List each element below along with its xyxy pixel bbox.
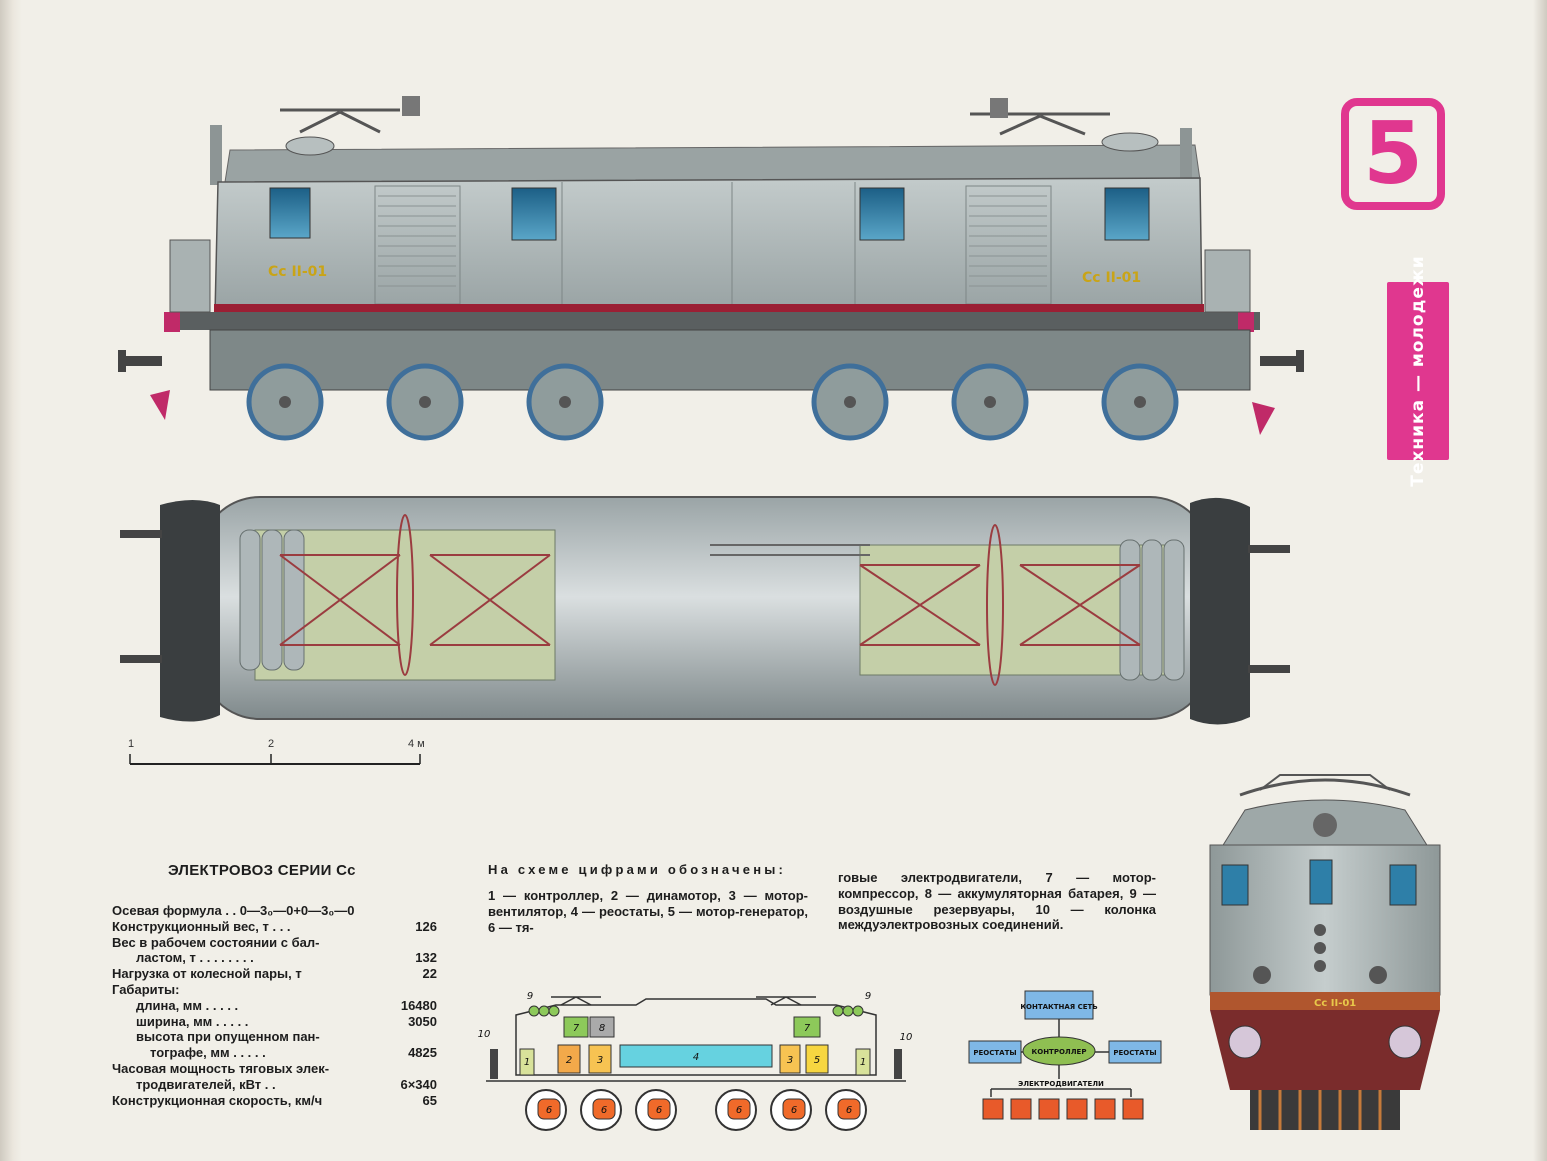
locomotive-side-view: Сс II-01 Сс II-01 — [118, 96, 1304, 441]
block-contact-network: КОНТАКТНАЯ СЕТЬ — [1020, 1003, 1097, 1011]
schematic-label: 5 — [814, 1055, 820, 1066]
scale-tick-4: 4 м — [408, 738, 425, 750]
magazine-logo-text: Техника — молодежи — [1408, 255, 1428, 487]
schematic-label: 10 — [478, 1029, 491, 1040]
spec-row: тографе, мм . . . . .4825 — [150, 1045, 437, 1061]
schematic-label: 4 — [693, 1052, 699, 1063]
schematic-label: 7 — [573, 1023, 580, 1034]
spec-row: ширина, мм . . . . .3050 — [136, 1013, 437, 1029]
schematic-label: 7 — [804, 1023, 811, 1034]
schematic-label: 6 — [846, 1105, 852, 1116]
spec-row: длина, мм . . . . .16480 — [136, 997, 437, 1013]
schematic-label: 2 — [566, 1055, 572, 1066]
schematic-label: 8 — [599, 1023, 605, 1034]
block-rheostats-right: РЕОСТАТЫ — [1113, 1049, 1156, 1057]
spec-row: высота при опущенном пан- — [136, 1029, 320, 1045]
scale-tick-1: 1 — [128, 738, 135, 750]
magazine-logo: Техника — молодежи — [1387, 255, 1449, 487]
spec-row: Габариты: — [112, 981, 180, 997]
legend-column-2: говые электродвигатели, 7 — мотор-компре… — [838, 870, 1156, 933]
locomotive-number-right: Сс II-01 — [1082, 270, 1141, 286]
locomotive-front-view: Сс II-01 — [1209, 774, 1441, 1130]
schematic-label: 9 — [527, 991, 533, 1002]
block-controller: КОНТРОЛЛЕР — [1032, 1048, 1087, 1056]
equipment-schematic: 1 2 3 4 3 5 1 7 8 7 9 9 10 10 6 6 6 6 6 … — [478, 991, 913, 1131]
schematic-label: 6 — [736, 1105, 742, 1116]
schematic-label: 9 — [865, 991, 871, 1002]
spec-row: Конструкционный вес, т . . .126 — [112, 918, 437, 934]
legend-column-1: 1 — контроллер, 2 — динамотор, 3 — мотор… — [488, 888, 808, 935]
front-number-plate: Сс II-01 — [1314, 998, 1356, 1009]
spec-row: Осевая формула . . 0—3₀—0+0—3₀—0 — [112, 903, 355, 918]
power-block-diagram: КОНТАКТНАЯ СЕТЬ КОНТРОЛЛЕР РЕОСТАТЫ РЕОС… — [968, 990, 1162, 1120]
schematic-label: 10 — [900, 1032, 913, 1043]
pantograph-right — [970, 98, 1110, 136]
locomotive-number-left: Сс II-01 — [268, 264, 327, 280]
schematic-label: 6 — [791, 1105, 797, 1116]
pantograph-left — [280, 96, 420, 134]
block-motors: ЭЛЕКТРОДВИГАТЕЛИ — [1018, 1080, 1104, 1088]
legend-heading: На схеме цифрами обозначены: — [488, 862, 787, 877]
page-number-badge: 5 — [1341, 98, 1445, 210]
spec-row: Вес в рабочем состоянии с бал- — [112, 934, 320, 950]
schematic-label: 3 — [597, 1055, 603, 1066]
page-title: ЭЛЕКТРОВОЗ СЕРИИ Сс — [168, 862, 356, 879]
schematic-label: 6 — [546, 1105, 552, 1116]
spec-row: тродвигателей, кВт . .6×340 — [136, 1076, 437, 1092]
page-edge — [1533, 0, 1547, 1161]
spec-row: Часовая мощность тяговых элек- — [112, 1060, 330, 1076]
schematic-label: 6 — [656, 1105, 662, 1116]
page-gutter — [0, 0, 22, 1161]
block-rheostats-left: РЕОСТАТЫ — [973, 1049, 1016, 1057]
spec-list: Осевая формула . . 0—3₀—0+0—3₀—0 Констру… — [112, 903, 437, 1108]
schematic-label: 1 — [860, 1057, 866, 1068]
spec-row: ластом, т . . . . . . . .132 — [136, 950, 437, 966]
schematic-label: 1 — [524, 1057, 530, 1068]
locomotive-top-view — [120, 496, 1290, 725]
schematic-label: 6 — [601, 1105, 607, 1116]
scale-tick-2: 2 — [268, 738, 275, 750]
schematic-label: 3 — [787, 1055, 793, 1066]
